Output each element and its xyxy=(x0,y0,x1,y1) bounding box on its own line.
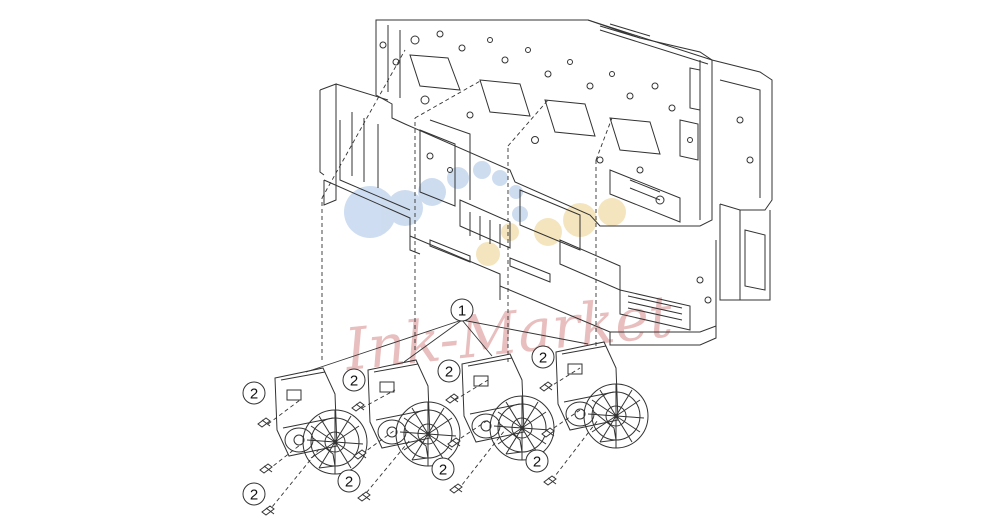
alignment-lines xyxy=(267,49,613,513)
screw-2 xyxy=(259,463,273,474)
svg-text:2: 2 xyxy=(350,373,358,390)
svg-text:2: 2 xyxy=(533,454,541,471)
callout-2-g: 2 xyxy=(531,345,555,369)
screw-9 xyxy=(449,483,463,494)
screw-3 xyxy=(261,505,275,516)
motor-gear-assembly-4 xyxy=(555,341,649,449)
screw-1 xyxy=(257,417,271,428)
frame-holes xyxy=(379,30,754,304)
svg-text:2: 2 xyxy=(250,487,258,504)
printer-frame xyxy=(319,19,773,346)
screws xyxy=(257,381,557,516)
motor-gear-assembly-1 xyxy=(274,367,368,475)
screw-4 xyxy=(351,401,365,412)
svg-text:2: 2 xyxy=(345,474,353,491)
svg-text:2: 2 xyxy=(445,364,453,381)
screw-10 xyxy=(539,381,553,392)
callout-2-c: 2 xyxy=(342,368,366,392)
screw-6 xyxy=(357,491,371,502)
screw-11 xyxy=(541,427,555,438)
callout-2-d: 2 xyxy=(337,469,361,493)
svg-text:2: 2 xyxy=(539,350,547,367)
watermark-logo: Ink-Market xyxy=(341,161,676,384)
callout-2-b: 2 xyxy=(242,482,266,506)
callout-2-a: 2 xyxy=(242,381,266,405)
screw-5 xyxy=(353,449,367,460)
callout-1: 1 xyxy=(450,298,474,322)
motor-gear-assembly-2 xyxy=(367,359,461,467)
screw-12 xyxy=(543,475,557,486)
screw-8 xyxy=(447,437,461,448)
screw-7 xyxy=(445,393,459,404)
callout-leaders xyxy=(305,319,589,373)
callout-2-e: 2 xyxy=(437,359,461,383)
callout-2-h: 2 xyxy=(525,449,549,473)
svg-text:2: 2 xyxy=(250,386,258,403)
motor-gear-assembly-3 xyxy=(461,353,555,461)
svg-text:1: 1 xyxy=(458,303,466,320)
svg-text:2: 2 xyxy=(439,462,447,479)
callout-2-f: 2 xyxy=(431,457,455,481)
